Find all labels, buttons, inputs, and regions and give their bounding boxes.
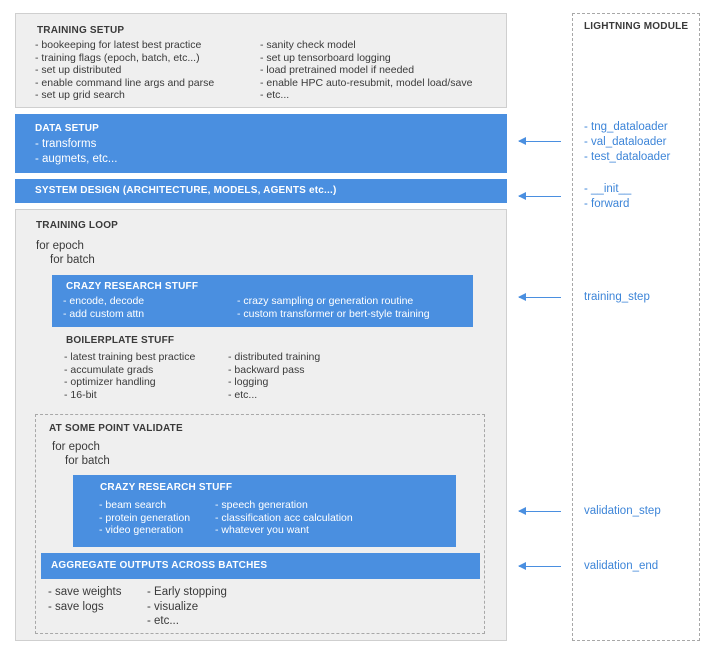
list-item: - test_dataloader <box>584 151 671 163</box>
training-crazy-research-title: CRAZY RESEARCH STUFF <box>66 281 199 292</box>
list-item: - forward <box>584 198 630 210</box>
validation-crazy-research-title: CRAZY RESEARCH STUFF <box>100 482 233 493</box>
training-step-label: training_step <box>584 291 650 303</box>
list-item: - enable HPC auto-resubmit, model load/s… <box>260 76 473 89</box>
list-item: - set up tensorboard logging <box>260 51 391 64</box>
lightning-module-title: LIGHTNING MODULE <box>584 21 689 32</box>
list-item: - classification acc calculation <box>215 511 353 524</box>
lightning-module-box: LIGHTNING MODULE <box>572 13 700 641</box>
list-item: - transforms <box>35 138 97 150</box>
list-item: - tng_dataloader <box>584 121 668 133</box>
data-setup-list: - transforms - augmets, etc... <box>35 137 117 166</box>
validation-end-label: validation_end <box>584 560 659 572</box>
validate-left-list: - save weights - save logs <box>48 585 122 614</box>
aggregate-outputs-title: AGGREGATE OUTPUTS ACROSS BATCHES <box>51 560 268 571</box>
list-item: - etc... <box>228 388 258 401</box>
list-item: - protein generation <box>99 511 191 524</box>
list-item: - optimizer handling <box>64 376 156 388</box>
training-crazy-research-right-list: - crazy sampling or generation routine- … <box>237 295 430 320</box>
list-item: - distributed training <box>228 351 321 363</box>
list-item: - backward pass <box>228 363 305 376</box>
validation-crazy-research-left-list: - beam search- protein generation- video… <box>99 499 190 537</box>
validation-step-label: validation_step <box>584 505 661 517</box>
list-item: - custom transformer or bert-style train… <box>237 307 430 320</box>
boilerplate-right-list: - distributed training- backward pass- l… <box>228 351 320 401</box>
aggregate-outputs-box: AGGREGATE OUTPUTS ACROSS BATCHES <box>41 553 480 579</box>
list-item: - visualize <box>147 600 199 613</box>
arrow-data-setup <box>518 137 561 145</box>
training-loop-title: TRAINING LOOP <box>36 220 119 231</box>
arrow-validation-end <box>518 562 561 570</box>
list-item: - set up distributed <box>35 64 122 76</box>
training-crazy-research-box: CRAZY RESEARCH STUFF - encode, decode- a… <box>52 275 473 327</box>
training-setup-title: TRAINING SETUP <box>37 25 125 36</box>
training-loop-box: TRAINING LOOP for epoch for batch CRAZY … <box>15 209 507 641</box>
validate-right-list: - Early stopping - visualize - etc... <box>147 585 227 629</box>
boilerplate-title: BOILERPLATE STUFF <box>66 335 175 346</box>
for-batch-label: for batch <box>50 254 95 266</box>
list-item: - latest training best practice <box>64 351 196 363</box>
system-design-title: SYSTEM DESIGN (ARCHITECTURE, MODELS, AGE… <box>35 185 337 196</box>
list-item: - encode, decode <box>63 295 145 307</box>
data-setup-box: DATA SETUP - transforms - augmets, etc... <box>15 114 507 173</box>
list-item: - crazy sampling or generation routine <box>237 295 414 307</box>
list-item: - speech generation <box>215 499 308 511</box>
training-setup-box: TRAINING SETUP - bookeeping for latest b… <box>15 13 507 108</box>
list-item: - accumulate grads <box>64 363 154 376</box>
training-crazy-research-left-list: - encode, decode- add custom attn <box>63 295 144 320</box>
training-setup-left-list: - bookeeping for latest best practice- t… <box>35 39 214 102</box>
list-item: - video generation <box>99 524 184 536</box>
list-item: - add custom attn <box>63 307 145 320</box>
list-item: - augmets, etc... <box>35 152 118 165</box>
validate-for-batch-label: for batch <box>65 455 110 467</box>
system-design-box: SYSTEM DESIGN (ARCHITECTURE, MODELS, AGE… <box>15 179 507 203</box>
list-item: - logging <box>228 376 269 388</box>
list-item: - Early stopping <box>147 586 227 598</box>
list-item: - __init__ <box>584 183 632 195</box>
validate-for-epoch-label: for epoch <box>52 441 100 453</box>
validate-title: AT SOME POINT VALIDATE <box>49 423 183 434</box>
validation-crazy-research-box: CRAZY RESEARCH STUFF - beam search- prot… <box>73 475 456 547</box>
validate-box: AT SOME POINT VALIDATE for epoch for bat… <box>35 414 485 634</box>
list-item: - sanity check model <box>260 39 356 51</box>
model-hooks-list: - __init__ - forward <box>584 182 631 212</box>
list-item: - enable command line args and parse <box>35 76 215 89</box>
arrow-validation-step <box>518 507 561 515</box>
list-item: - etc... <box>260 89 290 101</box>
list-item: - whatever you want <box>215 524 309 536</box>
for-epoch-label: for epoch <box>36 240 84 252</box>
arrow-training-step <box>518 293 561 301</box>
arrow-system-design <box>518 192 561 200</box>
list-item: - save weights <box>48 586 122 598</box>
list-item: - save logs <box>48 600 104 613</box>
list-item: - load pretrained model if needed <box>260 64 415 76</box>
training-setup-right-list: - sanity check model- set up tensorboard… <box>260 39 472 102</box>
list-item: - set up grid search <box>35 89 125 101</box>
data-hooks-list: - tng_dataloader - val_dataloader - test_d… <box>584 120 670 165</box>
list-item: - 16-bit <box>64 388 97 401</box>
list-item: - bookeeping for latest best practice <box>35 39 202 51</box>
data-setup-title: DATA SETUP <box>35 123 100 134</box>
list-item: - training flags (epoch, batch, etc...) <box>35 51 200 64</box>
list-item: - val_dataloader <box>584 136 667 148</box>
validation-crazy-research-right-list: - speech generation- classification acc … <box>215 499 353 537</box>
boilerplate-left-list: - latest training best practice- accumul… <box>64 351 195 401</box>
list-item: - beam search <box>99 499 167 511</box>
list-item: - etc... <box>147 615 179 627</box>
